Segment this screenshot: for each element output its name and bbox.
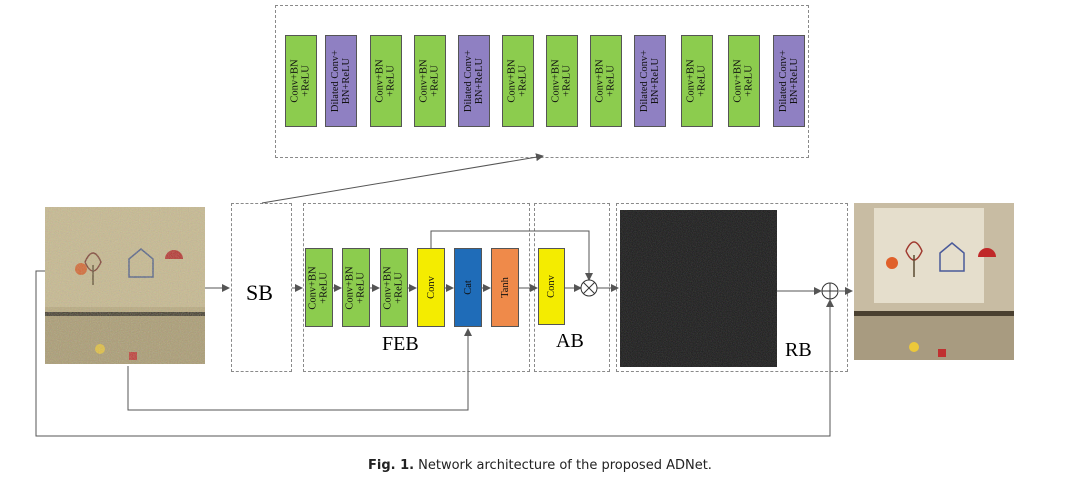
feb-block-6: Tanh [491,248,519,327]
ab-label: AB [556,330,584,352]
ab-conv-block: Conv [538,248,565,325]
sb-detail-block-11: Conv+BN +ReLU [728,35,760,127]
sb-detail-block-2: Dilated Conv+ BN+ReLU [325,35,357,127]
sb-box [231,203,292,372]
sb-detail-block-3: Conv+BN +ReLU [370,35,402,127]
sb-detail-block-10: Conv+BN +ReLU [681,35,713,127]
feb-block-5: Cat [454,248,482,327]
caption-text: Network architecture of the proposed ADN… [418,458,712,473]
sb-detail-block-5: Dilated Conv+ BN+ReLU [458,35,490,127]
clean-output-image [854,203,1014,360]
add-operator [821,282,839,300]
residual-noise-image [620,210,777,367]
rb-label: RB [785,339,812,361]
sb-detail-block-7: Conv+BN +ReLU [546,35,578,127]
sb-label: SB [246,280,273,305]
sb-detail-block-8: Conv+BN +ReLU [590,35,622,127]
caption-prefix: Fig. 1. [368,458,415,473]
feb-block-2: Conv+BN +ReLU [342,248,370,327]
feb-block-3: Conv+BN +ReLU [380,248,408,327]
sb-detail-block-1: Conv+BN +ReLU [285,35,317,127]
feb-block-1: Conv+BN +ReLU [305,248,333,327]
figure-caption: Fig. 1.Network architecture of the propo… [0,458,1080,473]
sb-detail-block-4: Conv+BN +ReLU [414,35,446,127]
feb-label: FEB [382,333,419,355]
multiply-operator [580,279,598,297]
feb-block-4: Conv [417,248,445,327]
noisy-input-image [45,207,205,364]
sb-detail-block-12: Dilated Conv+ BN+ReLU [773,35,805,127]
sb-detail-block-6: Conv+BN +ReLU [502,35,534,127]
sb-detail-block-9: Dilated Conv+ BN+ReLU [634,35,666,127]
